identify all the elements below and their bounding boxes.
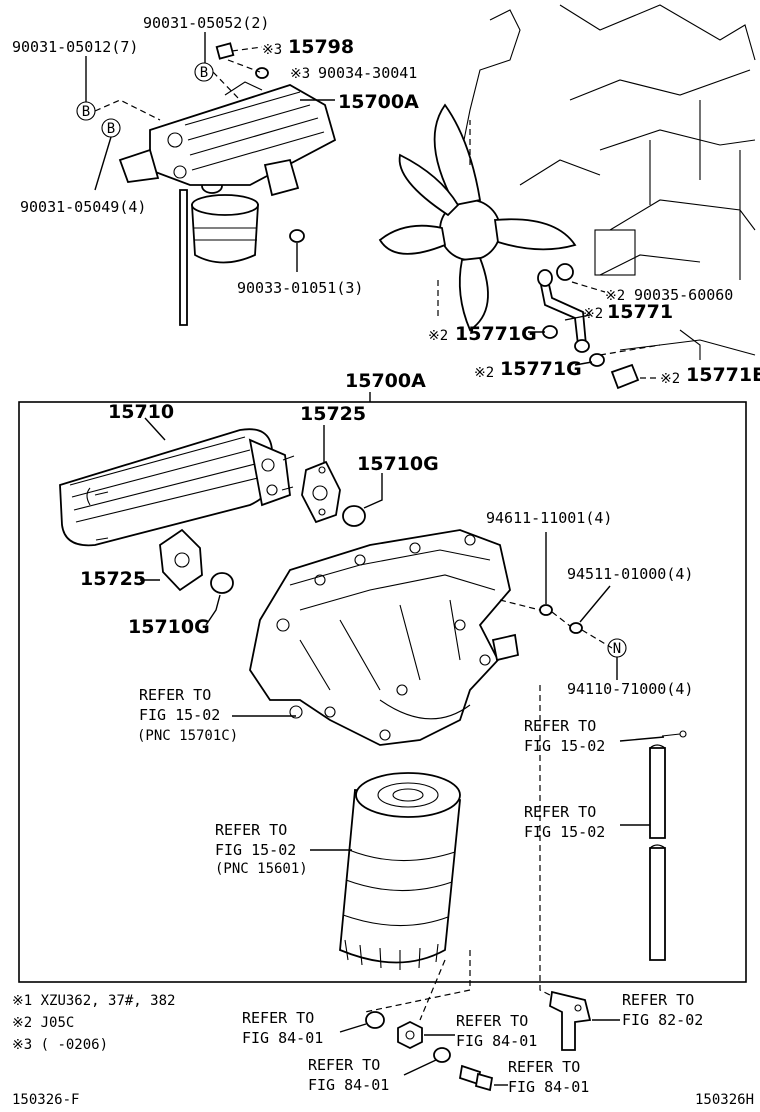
refer-d-line1: REFER TO <box>215 821 287 839</box>
refer-8401-a-line2: FIG 84-01 <box>242 1029 323 1047</box>
label-94511-01000: 94511-01000(4) <box>567 565 693 583</box>
label-15771G-a: 15771G <box>455 323 537 345</box>
note-2: ※2 J05C <box>12 1015 74 1031</box>
svg-text:N: N <box>613 641 621 657</box>
oil-cooler-case <box>249 529 520 746</box>
label-90031-05049: 90031-05049(4) <box>20 198 146 216</box>
callout-n: N <box>607 638 627 658</box>
svg-text:B: B <box>82 104 90 120</box>
bolt-15798 <box>215 42 235 60</box>
oil-cooler-assembly-top <box>118 81 337 326</box>
gasket-90034 <box>255 67 269 79</box>
refer-8202-line2: FIG 82-02 <box>622 1011 703 1029</box>
refer-a-line1: REFER TO <box>139 686 211 704</box>
engine-outline <box>459 4 756 360</box>
label-15725-a: 15725 <box>300 403 366 425</box>
note-mark-2a: ※2 <box>605 288 625 304</box>
refer-b-line1: REFER TO <box>524 717 596 735</box>
label-90035-60060: 90035-60060 <box>634 286 733 304</box>
label-15700A-top: 15700A <box>338 91 419 113</box>
svg-text:B: B <box>107 121 115 137</box>
code-right: 150326H <box>695 1092 754 1108</box>
note-3: ※3 ( -0206) <box>12 1037 108 1053</box>
oil-pipe-15771 <box>537 263 640 390</box>
refer-8401-c-line1: REFER TO <box>308 1056 380 1074</box>
nut-84-01 <box>397 1020 423 1050</box>
label-15725-b: 15725 <box>80 568 146 590</box>
label-15710: 15710 <box>108 401 174 423</box>
callout-b-2: B <box>76 101 96 121</box>
oil-filter <box>339 772 461 970</box>
svg-text:B: B <box>200 65 208 81</box>
refer-8401-d-line1: REFER TO <box>508 1058 580 1076</box>
washer-84-01 <box>433 1047 451 1063</box>
label-15710G-b: 15710G <box>128 616 210 638</box>
note-mark-2b: ※2 <box>583 306 603 322</box>
gasket-15725-lower <box>159 528 203 592</box>
refer-8401-b-line1: REFER TO <box>456 1012 528 1030</box>
note-mark-2d: ※2 <box>474 365 494 381</box>
oring-15710G-upper <box>342 505 366 527</box>
label-15710G-a: 15710G <box>357 453 439 475</box>
refer-8401-a-line1: REFER TO <box>242 1009 314 1027</box>
gasket-90033 <box>289 229 305 243</box>
callout-b-1: B <box>194 62 214 82</box>
refer-8202-line1: REFER TO <box>622 991 694 1009</box>
refer-c-line1: REFER TO <box>524 803 596 821</box>
label-90031-05012: 90031-05012(7) <box>12 38 138 56</box>
bolt-94611 <box>539 604 553 616</box>
label-90033-01051: 90033-01051(3) <box>237 279 363 297</box>
cooler-element-15710 <box>59 428 295 547</box>
refer-d-line2: FIG 15-02 <box>215 841 296 859</box>
dipstick-tube <box>649 730 687 961</box>
washer-94511 <box>569 622 583 634</box>
code-left: 150326-F <box>12 1092 79 1108</box>
note-mark-3b: ※3 <box>290 66 310 82</box>
refer-8401-c-line2: FIG 84-01 <box>308 1076 389 1094</box>
label-94611-11001: 94611-11001(4) <box>486 509 612 527</box>
label-90034-30041: 90034-30041 <box>318 64 417 82</box>
bracket-82-02 <box>549 990 592 1051</box>
label-15771: 15771 <box>607 301 673 323</box>
label-94110-71000: 94110-71000(4) <box>567 680 693 698</box>
label-15798: 15798 <box>288 36 354 58</box>
gasket-84-01-a <box>365 1011 385 1029</box>
refer-d-line3: (PNC 15601) <box>215 861 308 877</box>
refer-8401-b-line2: FIG 84-01 <box>456 1032 537 1050</box>
note-mark-2c: ※2 <box>428 328 448 344</box>
refer-8401-d-line2: FIG 84-01 <box>508 1078 589 1096</box>
bolt-84-01 <box>458 1064 494 1092</box>
callout-b-3: B <box>101 118 121 138</box>
cooling-fan <box>378 103 577 332</box>
note-mark-2e: ※2 <box>660 371 680 387</box>
refer-b-line2: FIG 15-02 <box>524 737 605 755</box>
gasket-15725-upper <box>301 460 341 524</box>
label-15771G-b: 15771G <box>500 358 582 380</box>
label-90031-05052: 90031-05052(2) <box>143 14 269 32</box>
oring-15710G-lower <box>210 572 234 594</box>
assembly-box <box>18 401 747 983</box>
refer-a-line3: (PNC 15701C) <box>137 728 238 744</box>
refer-c-line2: FIG 15-02 <box>524 823 605 841</box>
label-15700A-box: 15700A <box>345 370 426 392</box>
note-1: ※1 XZU362, 37#, 382 <box>12 993 175 1009</box>
note-mark-3: ※3 <box>262 42 282 58</box>
refer-a-line2: FIG 15-02 <box>139 706 220 724</box>
label-15771E: 15771E <box>686 364 760 386</box>
